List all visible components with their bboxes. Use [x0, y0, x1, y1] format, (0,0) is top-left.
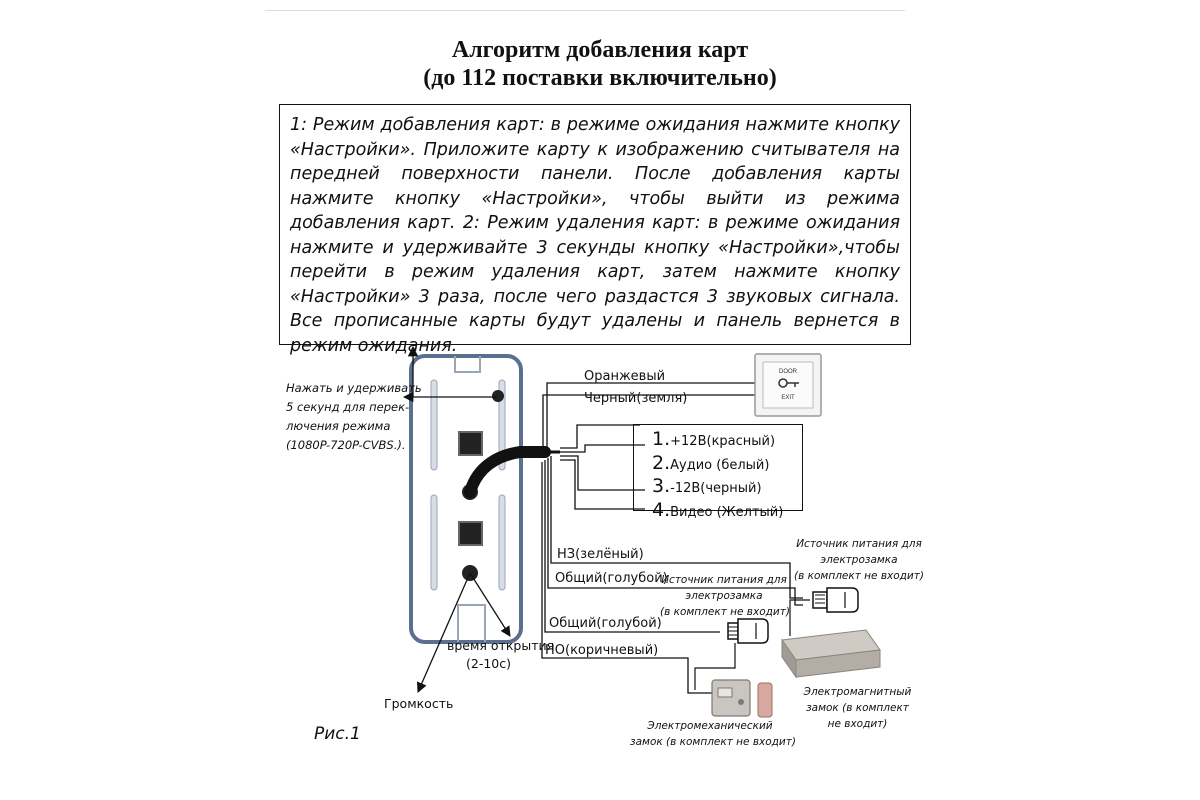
wire-common-1	[547, 458, 803, 606]
instructions-box: 1: Режим добавления карт: в режиме ожида…	[279, 104, 911, 356]
side-note-line: 5 секунд для перек-	[286, 400, 410, 414]
wire-label-no: НО(коричневый)	[545, 643, 659, 658]
wire-label-nc: НЗ(зелёный)	[557, 547, 644, 562]
panel-inner-right-slot-top	[498, 379, 506, 471]
mode-button-icon	[492, 390, 504, 402]
legend-item: 2.Аудио (белый)	[652, 451, 770, 474]
panel-top-bracket	[454, 356, 481, 373]
power-supply-2-caption: Источник питания для электрозамка (в ком…	[660, 574, 790, 618]
wire-black-ground	[542, 394, 755, 452]
wire-legend-2	[560, 444, 645, 453]
main-cable	[464, 446, 551, 498]
power-supply-1-icon	[812, 587, 859, 613]
exit-button-bottom-text: EXIT	[781, 395, 795, 401]
wire-psu1-to-maglock	[789, 599, 810, 636]
wire-psu2-to-mechlock	[694, 643, 736, 690]
figure-label: Рис.1	[314, 724, 361, 744]
exit-button-icon	[754, 353, 822, 417]
panel-inner-right-slot-bottom	[498, 494, 506, 591]
panel-inner-left-slot-bottom	[430, 494, 438, 591]
legend-item: 3.-12В(черный)	[652, 475, 762, 497]
arrow-to-volume	[416, 572, 471, 693]
instructions-text: 1: Режим добавления карт: в режиме ожида…	[290, 115, 900, 356]
open-time-range: (2-10с)	[466, 656, 511, 671]
open-time-label: время открытия	[447, 638, 555, 653]
exit-button-top-text: DOOR	[779, 369, 798, 375]
legend-item: 4.Видео (Желтый)	[652, 498, 784, 521]
legend-item: 1.+12В(красный)	[652, 428, 776, 450]
page-title: Алгоритм добавления карт	[451, 37, 749, 63]
power-supply-1-caption: Источник питания для электрозамка (в ком…	[794, 538, 924, 582]
wire-label-orange: Оранжевый	[584, 369, 666, 384]
panel-inner-left-slot-top	[430, 379, 438, 471]
side-note-line: Нажать и удерживать	[286, 381, 422, 395]
magnetic-lock-caption: Электромагнитный замок (в комплект не вх…	[803, 686, 912, 730]
top-rule	[265, 10, 905, 11]
magnetic-lock-icon	[781, 629, 881, 679]
panel-square-bottom	[458, 521, 483, 546]
intercom-panel	[409, 354, 523, 644]
wire-label-common-1: Общий(голубой)	[555, 571, 668, 586]
wire-legend-4	[560, 459, 645, 510]
wire-orange	[546, 382, 755, 452]
side-note-line: лючения режима	[286, 419, 391, 433]
wire-common-2	[544, 460, 720, 633]
wire-label-common-2: Общий(голубой)	[549, 616, 662, 631]
page-subtitle: (до 112 поставки включительно)	[423, 65, 777, 91]
side-note: Нажать и удерживать 5 секунд для перек- …	[286, 379, 422, 455]
wire-no-brown	[541, 462, 712, 694]
electromechanical-lock-caption: Электромеханический замок (в комплект не…	[630, 720, 796, 748]
panel-square-top	[458, 431, 483, 456]
wire-nc-green	[550, 456, 803, 599]
electromechanical-lock-icon	[711, 679, 773, 718]
volume-label: Громкость	[384, 696, 454, 711]
arrow-to-open-time	[469, 572, 511, 637]
side-note-line: (1080P-720P-CVBS.).	[286, 438, 406, 452]
wire-legend-3	[560, 455, 645, 491]
wire-legend-1	[560, 424, 640, 449]
panel-bottom-bracket	[457, 604, 486, 642]
wire-label-black: Черный(земля)	[584, 391, 688, 406]
power-supply-2-icon	[727, 618, 769, 644]
connector-legend: 1.+12В(красный) 2.Аудио (белый) 3.-12В(ч…	[633, 424, 803, 520]
